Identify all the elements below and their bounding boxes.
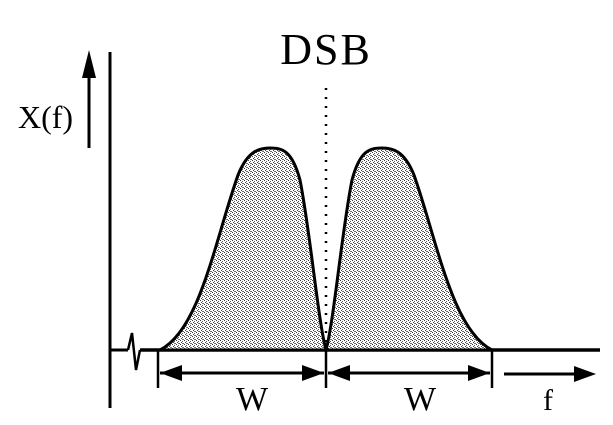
lower-sideband-lobe — [159, 146, 328, 352]
y-axis-arrowhead-icon — [82, 50, 96, 78]
axis-break-icon — [126, 332, 142, 371]
arrowhead-left-icon — [160, 365, 182, 381]
arrowhead-left-icon — [328, 365, 350, 381]
y-axis-label: X(f) — [18, 99, 73, 135]
arrowhead-right-icon — [468, 365, 490, 381]
diagram-title: DSB — [280, 25, 372, 74]
x-axis-label: f — [543, 384, 553, 417]
bandwidth-label-left: W — [236, 381, 269, 418]
arrowhead-right-icon — [302, 365, 324, 381]
bandwidth-label-right: W — [404, 381, 437, 418]
frequency-arrowhead-icon — [574, 366, 596, 382]
upper-sideband-lobe — [324, 146, 493, 352]
